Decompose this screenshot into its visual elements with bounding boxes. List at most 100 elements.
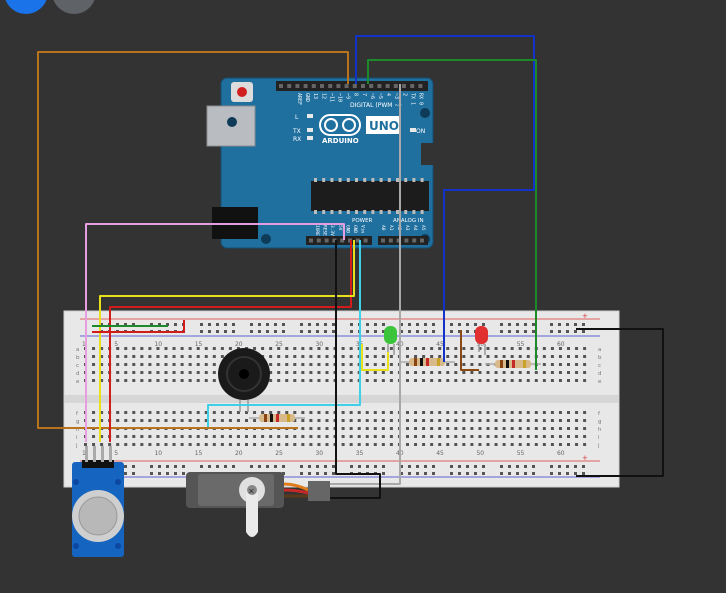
header-pin[interactable] <box>324 238 329 243</box>
terminal-hole[interactable] <box>156 411 160 414</box>
terminal-hole[interactable] <box>510 419 514 422</box>
terminal-hole[interactable] <box>148 371 152 374</box>
terminal-hole[interactable] <box>317 427 321 430</box>
rail-hole[interactable] <box>282 465 285 468</box>
rail-hole[interactable] <box>400 472 403 475</box>
terminal-hole[interactable] <box>325 379 329 382</box>
rail-hole[interactable] <box>424 465 427 468</box>
header-pin[interactable] <box>402 84 406 88</box>
wire-cyan[interactable] <box>207 240 361 427</box>
terminal-hole[interactable] <box>486 427 490 430</box>
rail-hole[interactable] <box>532 323 535 326</box>
rail-hole[interactable] <box>500 323 503 326</box>
rail-hole[interactable] <box>250 465 253 468</box>
header-pin[interactable] <box>303 84 308 88</box>
terminal-hole[interactable] <box>558 411 562 414</box>
terminal-hole[interactable] <box>583 435 587 438</box>
terminal-hole[interactable] <box>406 435 409 438</box>
terminal-hole[interactable] <box>430 347 434 350</box>
terminal-hole[interactable] <box>317 435 321 438</box>
terminal-hole[interactable] <box>470 443 474 446</box>
terminal-hole[interactable] <box>309 363 313 366</box>
terminal-hole[interactable] <box>188 347 192 350</box>
terminal-hole[interactable] <box>406 443 409 446</box>
terminal-hole[interactable] <box>196 443 200 446</box>
terminal-hole[interactable] <box>301 443 305 446</box>
rail-hole[interactable] <box>224 465 227 468</box>
rail-hole[interactable] <box>282 330 285 333</box>
terminal-hole[interactable] <box>575 443 579 446</box>
terminal-hole[interactable] <box>430 443 434 446</box>
terminal-hole[interactable] <box>567 363 570 366</box>
terminal-hole[interactable] <box>446 411 450 414</box>
terminal-hole[interactable] <box>261 443 265 446</box>
terminal-hole[interactable] <box>357 435 361 438</box>
rail-hole[interactable] <box>250 323 253 326</box>
terminal-hole[interactable] <box>293 363 297 366</box>
terminal-hole[interactable] <box>454 371 458 374</box>
terminal-hole[interactable] <box>212 419 216 422</box>
rail-hole[interactable] <box>150 465 153 468</box>
terminal-hole[interactable] <box>454 347 458 350</box>
rail-hole[interactable] <box>316 323 319 326</box>
rail-hole[interactable] <box>366 323 369 326</box>
terminal-hole[interactable] <box>277 443 281 446</box>
rail-hole[interactable] <box>550 323 553 326</box>
rail-hole[interactable] <box>400 330 403 333</box>
rail-hole[interactable] <box>382 323 385 326</box>
rail-hole[interactable] <box>174 323 177 326</box>
header-pin[interactable] <box>332 238 337 243</box>
rail-hole[interactable] <box>400 465 403 468</box>
header-pin[interactable] <box>410 84 415 88</box>
rail-hole[interactable] <box>432 323 435 326</box>
terminal-hole[interactable] <box>116 355 120 358</box>
terminal-hole[interactable] <box>430 435 434 438</box>
header-pin[interactable] <box>385 84 390 88</box>
terminal-hole[interactable] <box>132 371 136 374</box>
terminal-hole[interactable] <box>381 347 385 350</box>
terminal-hole[interactable] <box>92 355 96 358</box>
terminal-hole[interactable] <box>188 419 192 422</box>
terminal-hole[interactable] <box>325 355 329 358</box>
terminal-hole[interactable] <box>558 355 562 358</box>
rail-hole[interactable] <box>558 330 561 333</box>
terminal-hole[interactable] <box>470 355 474 358</box>
terminal-hole[interactable] <box>478 371 482 374</box>
terminal-hole[interactable] <box>341 363 345 366</box>
terminal-hole[interactable] <box>381 435 385 438</box>
wire-black-servo[interactable] <box>330 240 381 499</box>
terminal-hole[interactable] <box>446 443 450 446</box>
terminal-hole[interactable] <box>446 435 450 438</box>
terminal-hole[interactable] <box>567 371 570 374</box>
terminal-hole[interactable] <box>269 379 273 382</box>
header-pin[interactable] <box>396 238 401 243</box>
terminal-hole[interactable] <box>406 363 409 366</box>
terminal-hole[interactable] <box>301 355 305 358</box>
rail-hole[interactable] <box>232 323 235 326</box>
terminal-hole[interactable] <box>381 363 385 366</box>
resistor-buzzer[interactable] <box>249 414 305 422</box>
terminal-hole[interactable] <box>486 419 490 422</box>
terminal-hole[interactable] <box>414 379 418 382</box>
rail-hole[interactable] <box>466 472 469 475</box>
terminal-hole[interactable] <box>212 355 216 358</box>
terminal-hole[interactable] <box>156 371 160 374</box>
terminal-hole[interactable] <box>446 363 450 366</box>
terminal-hole[interactable] <box>349 411 353 414</box>
terminal-hole[interactable] <box>100 379 104 382</box>
terminal-hole[interactable] <box>502 347 506 350</box>
terminal-hole[interactable] <box>196 419 200 422</box>
terminal-hole[interactable] <box>414 435 418 438</box>
terminal-hole[interactable] <box>389 419 393 422</box>
terminal-hole[interactable] <box>277 355 281 358</box>
terminal-hole[interactable] <box>285 435 289 438</box>
terminal-hole[interactable] <box>277 435 281 438</box>
terminal-hole[interactable] <box>526 347 530 350</box>
terminal-hole[interactable] <box>349 419 353 422</box>
rail-hole[interactable] <box>374 330 377 333</box>
rail-hole[interactable] <box>558 323 561 326</box>
rail-hole[interactable] <box>408 330 411 333</box>
terminal-hole[interactable] <box>534 411 538 414</box>
terminal-hole[interactable] <box>269 347 273 350</box>
terminal-hole[interactable] <box>301 411 305 414</box>
